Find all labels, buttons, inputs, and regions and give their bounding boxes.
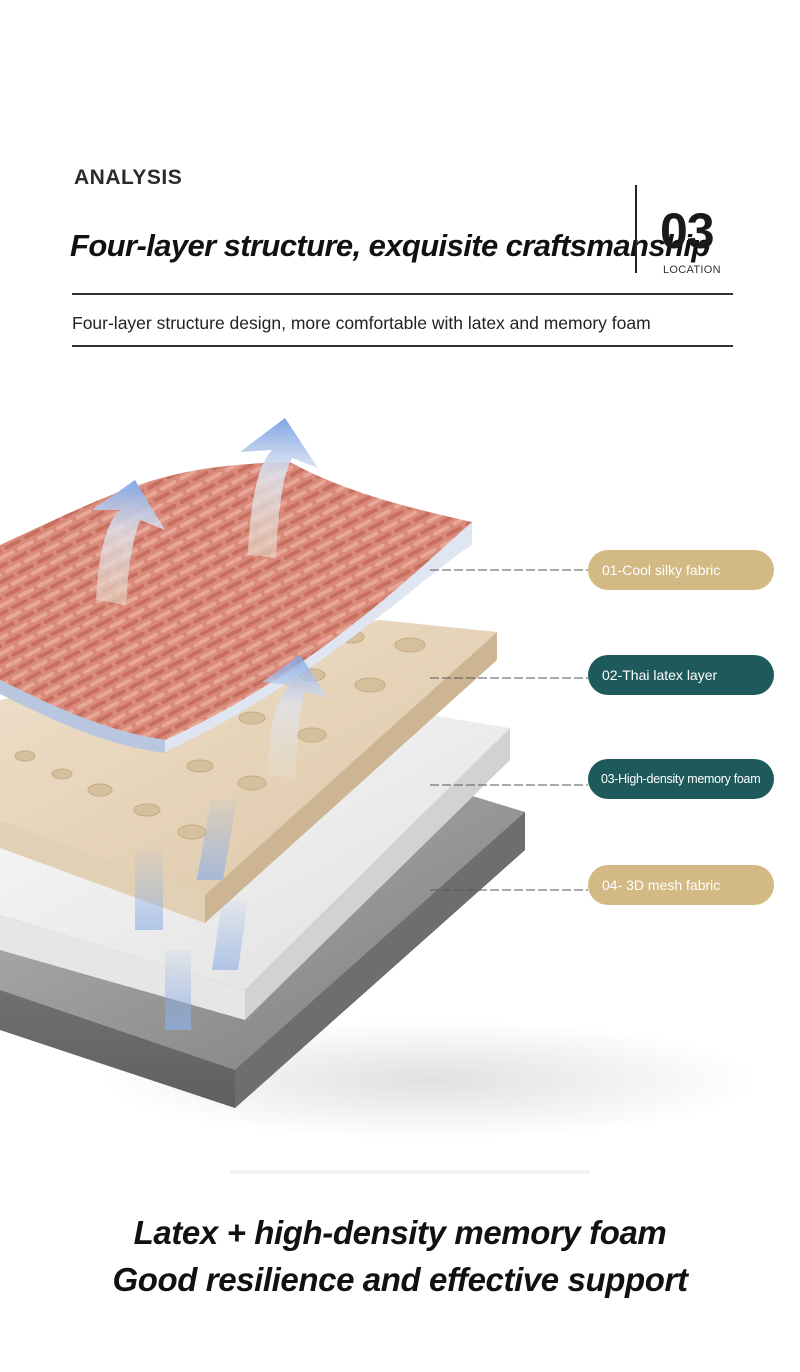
layer-label-cool-silky-fabric: 01-Cool silky fabric [588,550,774,590]
section-number-label: LOCATION [663,264,721,276]
section-title: Four-layer structure, exquisite craftsma… [70,228,710,263]
section-eyebrow: ANALYSIS [74,166,183,189]
closing-line-1: Latex + high-density memory foam [133,1214,667,1251]
layer-label-thai-latex: 02-Thai latex layer [588,655,774,695]
title-divider [635,185,637,273]
layer-structure-illustration [0,418,760,1174]
layer-label-memory-foam: 03-High-density memory foam [588,759,774,799]
leader-lines [430,569,588,891]
section-number: 03 [660,203,715,259]
top-rule [72,293,733,295]
section-subtitle: Four-layer structure design, more comfor… [72,313,651,333]
airflow-arrows [92,418,328,778]
layer-label-3d-mesh: 04- 3D mesh fabric [588,865,774,905]
closing-line-2: Good resilience and effective support [112,1261,688,1298]
airflow-beams [135,800,248,1030]
bottom-rule [72,345,733,347]
